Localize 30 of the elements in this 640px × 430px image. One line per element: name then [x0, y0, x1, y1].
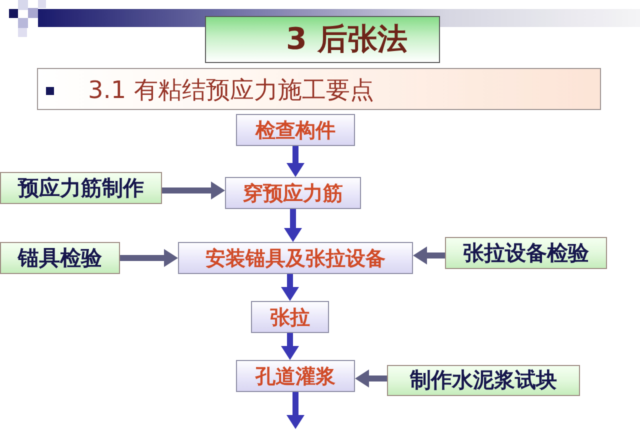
process-box [225, 177, 361, 209]
input-box [445, 237, 607, 269]
arrow [120, 249, 178, 267]
input-label: 锚具检验 [18, 246, 102, 270]
arrow [413, 246, 445, 264]
step-label: 孔道灌浆 [256, 365, 336, 387]
step-label: 张拉 [270, 306, 310, 328]
input-label: 张拉设备检验 [463, 242, 589, 264]
step-label: 检查构件 [256, 119, 336, 141]
process-box [178, 242, 413, 274]
input-label: 制作水泥浆试块 [410, 369, 557, 392]
input-box [0, 242, 120, 274]
section-banner [37, 68, 601, 110]
arrow [355, 370, 387, 388]
process-box [236, 360, 355, 392]
process-box [251, 301, 329, 333]
arrow [284, 209, 302, 242]
step-label: 安装锚具及张拉设备 [206, 247, 386, 269]
arrow [281, 333, 299, 360]
arrow [162, 182, 225, 200]
input-label: 预应力筋制作 [18, 176, 144, 200]
arrow [286, 146, 304, 177]
step-label: 穿预应力筋 [243, 182, 343, 204]
title-text: 3 后张法 [286, 24, 408, 54]
arrow [286, 392, 304, 429]
input-box [0, 172, 162, 204]
section-heading: 3.1 有粘结预应力施工要点 [88, 77, 374, 103]
input-box [387, 365, 580, 396]
process-box [236, 114, 355, 146]
arrow [281, 274, 299, 301]
